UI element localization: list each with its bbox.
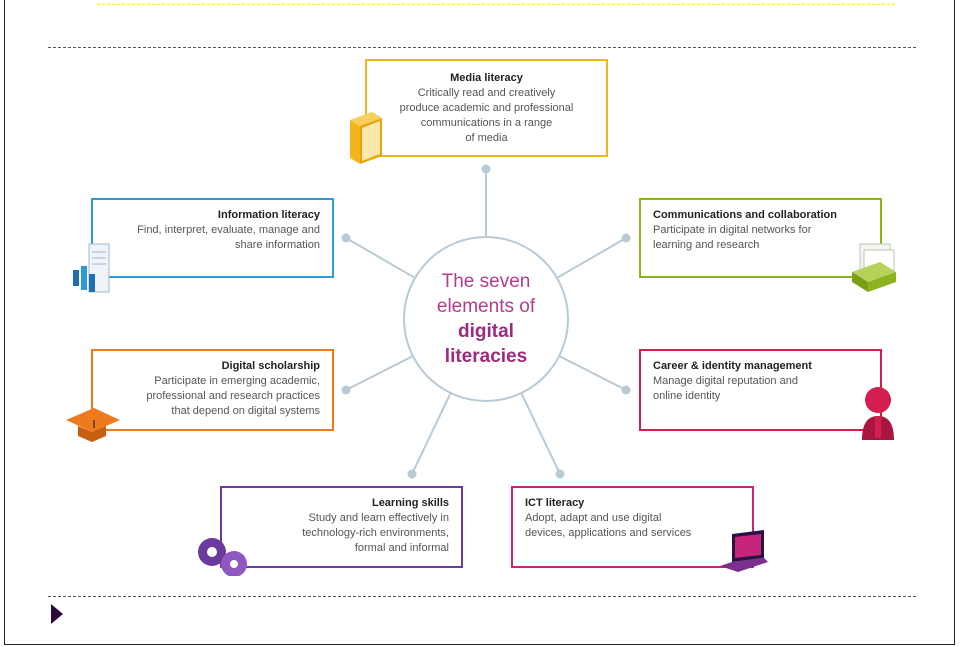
media-literacy-title: Media literacy <box>450 72 523 84</box>
card-tray-icon <box>852 243 896 292</box>
information-literacy-desc: Find, interpret, evaluate, manage and sh… <box>137 224 320 251</box>
bottom-divider <box>48 596 916 597</box>
spoke-information-line <box>345 237 415 279</box>
gears-icon <box>198 538 247 576</box>
ict-literacy-title: ICT literacy <box>525 497 585 509</box>
book-icon <box>350 112 382 164</box>
spoke-communications-line <box>557 237 627 279</box>
communications-desc: Participate in digital networks for lear… <box>653 224 812 251</box>
person-icon <box>862 387 894 440</box>
digital-scholarship-title: Digital scholarship <box>221 360 320 372</box>
spoke-information-dot <box>341 233 351 243</box>
media-literacy-desc: Critically read and creatively produce a… <box>399 87 574 144</box>
spoke-scholarship-line <box>345 355 413 391</box>
spoke-ict-line <box>520 393 561 475</box>
hub-line-4: literacies <box>444 346 528 367</box>
learning-skills-box: Learning skills Study and learn effectiv… <box>220 486 463 568</box>
spoke-scholarship-dot <box>341 385 351 395</box>
documents-icon <box>73 243 110 293</box>
play-icon[interactable] <box>51 604 63 624</box>
spoke-learning-line <box>411 393 452 475</box>
spoke-career-dot <box>621 385 631 395</box>
laptop-icon <box>720 530 768 572</box>
learning-skills-title: Learning skills <box>371 497 449 509</box>
spoke-media-dot <box>481 164 491 174</box>
top-divider <box>48 47 916 48</box>
media-literacy-box: Media literacy Critically read and creat… <box>365 59 608 157</box>
digital-scholarship-desc: Participate in emerging academic, profes… <box>146 375 320 417</box>
learning-skills-desc: Study and learn effectively in technolog… <box>302 512 449 554</box>
information-literacy-box: Information literacy Find, interpret, ev… <box>91 198 334 278</box>
spoke-career-line <box>559 355 627 391</box>
ict-literacy-box: ICT literacy Adopt, adapt and use digita… <box>511 486 754 568</box>
career-identity-title: Career & identity management <box>653 360 812 372</box>
career-identity-desc: Manage digital reputation and online ide… <box>653 375 798 402</box>
communications-box: Communications and collaboration Partici… <box>639 198 882 278</box>
spoke-communications-dot <box>621 233 631 243</box>
top-banner-edge <box>97 0 895 5</box>
spoke-learning-dot <box>407 469 417 479</box>
career-identity-box: Career & identity management Manage digi… <box>639 349 882 431</box>
digital-scholarship-box: Digital scholarship Participate in emerg… <box>91 349 334 431</box>
hub-line-2: elements of <box>436 296 536 317</box>
hub-line-3: digital <box>458 321 514 342</box>
hub-line-1: The seven <box>441 271 531 292</box>
information-literacy-title: Information literacy <box>217 209 320 221</box>
spoke-ict-dot <box>555 469 565 479</box>
ict-literacy-desc: Adopt, adapt and use digital devices, ap… <box>525 512 692 539</box>
communications-title: Communications and collaboration <box>653 209 837 221</box>
graduation-cap-icon <box>66 408 120 442</box>
page-frame <box>4 0 955 645</box>
central-hub: The seven elements of digital literacies <box>403 236 569 402</box>
